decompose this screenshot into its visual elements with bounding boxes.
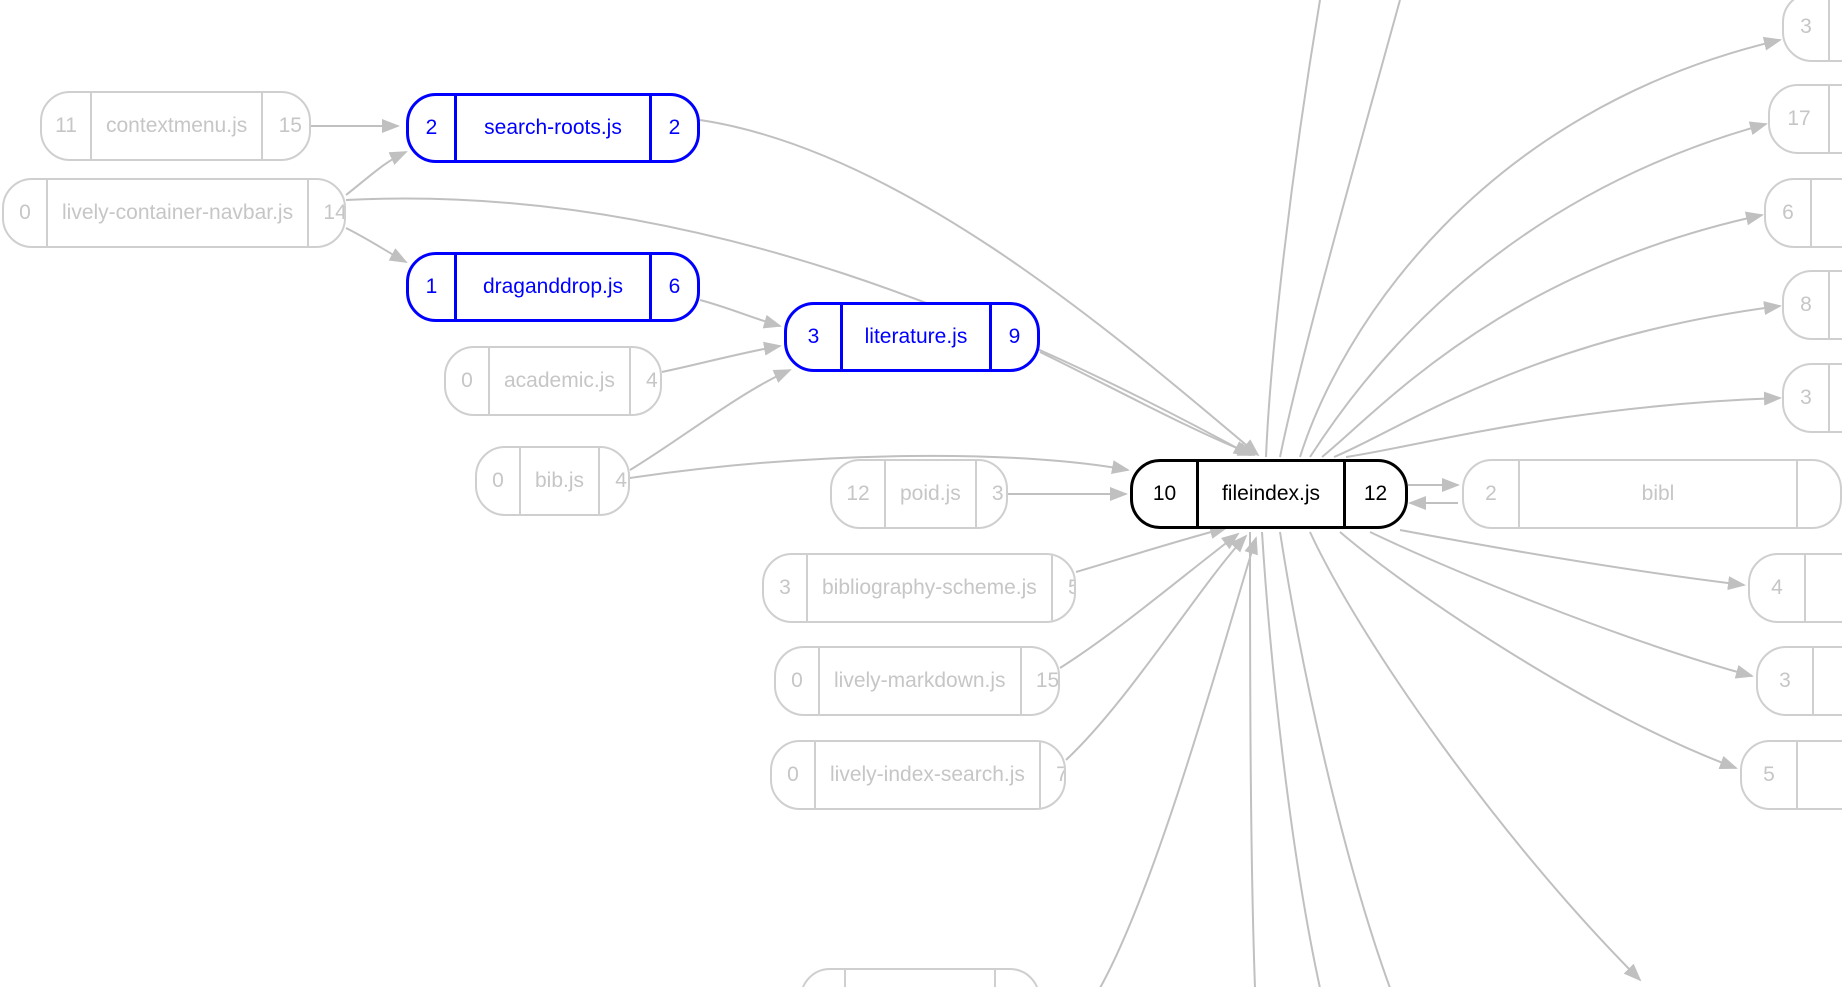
module-node-draganddrop[interactable]: 1 draganddrop.js 6 — [406, 252, 700, 322]
module-node-search-roots[interactable]: 2 search-roots.js 2 — [406, 93, 700, 163]
module-label: draganddrop.js — [482, 275, 624, 298]
module-label: lively-container-navbar.js — [62, 201, 294, 224]
module-node-bib[interactable]: 0 bib.js 4 — [475, 446, 630, 516]
incoming-count: 6 — [1766, 180, 1812, 246]
incoming-count: 3 — [764, 555, 808, 621]
module-label: bibliography-scheme.js — [822, 576, 1037, 599]
incoming-count: 8 — [1784, 272, 1830, 338]
incoming-count — [802, 970, 846, 987]
module-label: contextmenu.js — [106, 114, 248, 137]
module-node-right-17[interactable]: 17 — [1768, 84, 1842, 154]
incoming-count: 1 — [409, 255, 457, 319]
incoming-count: 2 — [1464, 461, 1520, 527]
module-label: poid.js — [900, 482, 961, 505]
module-label: bib.js — [535, 469, 585, 492]
incoming-count: 0 — [477, 448, 521, 514]
module-label: ma — [1814, 648, 1842, 714]
module-label — [1830, 272, 1842, 338]
incoming-count: 3 — [787, 305, 843, 369]
module-label — [846, 970, 994, 987]
incoming-count: 3 — [1758, 648, 1814, 714]
outgoing-count: 3 — [974, 461, 1006, 527]
module-node-right-5-diffm[interactable]: 5diff-m — [1740, 740, 1842, 810]
module-node-academic[interactable]: 0 academic.js 4 — [444, 346, 662, 416]
module-node-lively-index-search[interactable]: 0 lively-index-search.js 7 — [770, 740, 1066, 810]
module-node-right-3-mid[interactable]: 3 — [1782, 363, 1842, 433]
module-node-contextmenu[interactable]: 11 contextmenu.js 15 — [40, 91, 311, 161]
module-node-poid[interactable]: 12 poid.js 3 — [830, 459, 1008, 529]
outgoing-count: 6 — [649, 255, 697, 319]
module-label: literature.js — [864, 325, 968, 348]
incoming-count: 0 — [4, 180, 48, 246]
module-label — [1830, 0, 1842, 60]
incoming-count: 0 — [446, 348, 490, 414]
module-label: fileindex.js — [1221, 482, 1321, 505]
incoming-count: 12 — [832, 461, 886, 527]
outgoing-count: 14 — [307, 180, 344, 246]
outgoing-count: 2 — [649, 96, 697, 160]
outgoing-count: 15 — [1019, 648, 1058, 714]
module-node-lively-markdown[interactable]: 0 lively-markdown.js 15 — [774, 646, 1060, 716]
module-node-lively-container-navbar[interactable]: 0 lively-container-navbar.js 14 — [2, 178, 346, 248]
outgoing-count: 9 — [989, 305, 1037, 369]
module-label: bibt — [1806, 555, 1842, 621]
incoming-count: 3 — [1784, 0, 1830, 60]
module-node-right-6-co[interactable]: 6co — [1764, 178, 1842, 248]
module-label: lively-index-search.js — [830, 763, 1025, 786]
module-node-right-8[interactable]: 8 — [1782, 270, 1842, 340]
module-node-literature[interactable]: 3 literature.js 9 — [784, 302, 1040, 372]
incoming-count: 5 — [1742, 742, 1798, 808]
incoming-count: 2 — [409, 96, 457, 160]
outgoing-count — [994, 970, 1038, 987]
module-node-fileindex[interactable]: 10 fileindex.js 12 — [1130, 459, 1408, 529]
module-node-right-3-top[interactable]: 3 — [1782, 0, 1842, 62]
module-label: bibl — [1641, 482, 1675, 505]
module-node-right-4-bibt[interactable]: 4bibt — [1748, 553, 1842, 623]
incoming-count: 10 — [1133, 462, 1199, 526]
module-label: search-roots.js — [484, 116, 622, 139]
module-label: co — [1812, 180, 1842, 246]
module-label — [1830, 365, 1842, 431]
incoming-count: 4 — [1750, 555, 1806, 621]
outgoing-count: 4 — [598, 448, 628, 514]
incoming-count: 11 — [42, 93, 92, 159]
incoming-count: 0 — [772, 742, 816, 808]
module-node-right-2-bibl[interactable]: 2 bibl — [1462, 459, 1842, 529]
module-label — [1830, 86, 1842, 152]
outgoing-count: 15 — [261, 93, 309, 159]
module-label: academic.js — [504, 369, 615, 392]
module-label: diff-m — [1798, 742, 1842, 808]
module-node-bottom-clipped[interactable] — [800, 968, 1040, 987]
incoming-count: 3 — [1784, 365, 1830, 431]
outgoing-count: 7 — [1038, 742, 1064, 808]
module-node-bibliography-scheme[interactable]: 3 bibliography-scheme.js 5 — [762, 553, 1076, 623]
outgoing-count: 5 — [1050, 555, 1074, 621]
module-label: lively-markdown.js — [834, 669, 1006, 692]
outgoing-count — [1796, 461, 1840, 527]
module-node-right-3-ma[interactable]: 3ma — [1756, 646, 1842, 716]
incoming-count: 0 — [776, 648, 820, 714]
outgoing-count: 4 — [628, 348, 660, 414]
outgoing-count: 12 — [1343, 462, 1405, 526]
incoming-count: 17 — [1770, 86, 1830, 152]
